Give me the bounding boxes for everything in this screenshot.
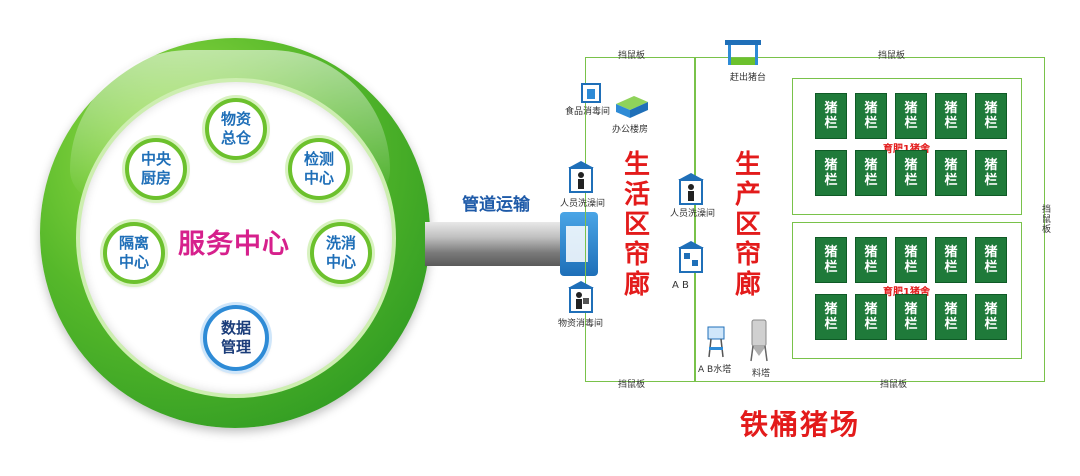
pig-pen: 猪 栏 [895, 237, 927, 283]
rat-board-top-left: 挡鼠板 [618, 51, 646, 61]
pig-pen: 猪 栏 [855, 294, 887, 340]
pig-pen: 猪 栏 [815, 150, 847, 196]
pig-pen: 猪 栏 [935, 294, 967, 340]
ab-booth-label: A B [672, 280, 689, 291]
production-zone [695, 57, 1045, 382]
pig-pen-label: 猪 栏 [824, 245, 838, 275]
staff-shower-icon [566, 160, 596, 194]
pig-pen-label: 猪 栏 [904, 158, 918, 188]
food-disinfection-label: 食品消毒间 [565, 107, 611, 117]
food-disinfection-icon [578, 82, 604, 114]
pig-pen: 猪 栏 [975, 150, 1007, 196]
connector-window [566, 226, 588, 262]
pig-pen-label: 猪 栏 [944, 245, 958, 275]
farm-title: 铁桶猪场 [740, 408, 861, 441]
pig-pen: 猪 栏 [815, 294, 847, 340]
rat-board-top-right: 挡鼠板 [878, 51, 906, 61]
pig-pen: 猪 栏 [895, 93, 927, 139]
office-building-icon [612, 90, 652, 120]
node-data-label: 数据 管理 [220, 319, 251, 356]
pig-pen: 猪 栏 [855, 93, 887, 139]
node-warehouse-label: 物资 总仓 [220, 110, 251, 147]
node-testing-label: 检测 中心 [303, 150, 334, 187]
pig-pen: 猪 栏 [975, 237, 1007, 283]
pig-pen: 猪 栏 [815, 237, 847, 283]
water-tower-label: A B水塔 [698, 365, 732, 375]
pig-pen-label: 猪 栏 [864, 245, 878, 275]
node-warehouse: 物资 总仓 [205, 98, 267, 160]
pig-pen: 猪 栏 [935, 150, 967, 196]
pig-pen: 猪 栏 [855, 237, 887, 283]
node-testing: 检测 中心 [288, 138, 350, 200]
pig-pen-label: 猪 栏 [904, 101, 918, 131]
barn-1-label: 育肥1猪舍 [883, 140, 930, 155]
pig-pen: 猪 栏 [855, 150, 887, 196]
office-building-label: 办公楼房 [612, 125, 649, 135]
pig-pen-label: 猪 栏 [984, 101, 998, 131]
living-zone [585, 57, 695, 382]
feed-tower-icon [748, 318, 770, 362]
pig-pen: 猪 栏 [975, 93, 1007, 139]
staff-shower-label-2: 人员洗澡间 [670, 209, 716, 219]
staff-shower-icon-2 [676, 172, 706, 206]
node-data: 数据 管理 [203, 305, 269, 371]
pig-pen-label: 猪 栏 [944, 101, 958, 131]
pig-pen-label: 猪 栏 [984, 245, 998, 275]
pig-pen-label: 猪 栏 [824, 101, 838, 131]
rat-board-bottom-left: 挡鼠板 [618, 380, 646, 390]
barn-2-label: 育肥1猪舍 [883, 287, 930, 298]
service-center-title: 服务中心 [178, 229, 290, 260]
pig-pen: 猪 栏 [975, 294, 1007, 340]
rat-board-bottom-right: 挡鼠板 [880, 380, 908, 390]
pig-pen-label: 猪 栏 [984, 158, 998, 188]
pig-pen-label: 猪 栏 [944, 158, 958, 188]
pig-pen-label: 猪 栏 [864, 101, 878, 131]
pig-pen-label: 猪 栏 [864, 302, 878, 332]
production-corridor-title: 生产区帘廊 [734, 150, 761, 300]
pig-pen: 猪 栏 [935, 237, 967, 283]
node-washing-label: 洗消 中心 [325, 234, 356, 271]
node-kitchen: 中央 厨房 [125, 138, 187, 200]
pig-pen-label: 猪 栏 [984, 302, 998, 332]
pig-pen-label: 猪 栏 [944, 302, 958, 332]
pig-pen-label: 猪 栏 [904, 245, 918, 275]
node-kitchen-label: 中央 厨房 [140, 150, 171, 187]
barn-group-1 [792, 78, 1022, 215]
loading-dock-label: 赶出猪台 [730, 73, 767, 83]
node-isolation: 隔离 中心 [103, 222, 165, 284]
living-corridor-title: 生活区帘廊 [623, 150, 650, 300]
loading-dock-icon [723, 38, 763, 68]
pig-pen-label: 猪 栏 [904, 302, 918, 332]
staff-shower-label: 人员洗澡间 [560, 199, 606, 209]
node-isolation-label: 隔离 中心 [118, 234, 149, 271]
pipeline-connector [560, 212, 598, 276]
feed-tower-label: 料塔 [752, 369, 771, 379]
pipeline-label: 管道运输 [462, 195, 530, 215]
pig-pen: 猪 栏 [815, 93, 847, 139]
pig-pen: 猪 栏 [895, 150, 927, 196]
rat-board-right: 挡鼠板 [1042, 205, 1052, 235]
node-washing: 洗消 中心 [310, 222, 372, 284]
material-disinfection-label: 物资消毒间 [558, 319, 604, 329]
pig-pen-label: 猪 栏 [824, 158, 838, 188]
pig-pen-label: 猪 栏 [864, 158, 878, 188]
ab-booth-icon [676, 240, 706, 274]
pipeline [425, 222, 565, 266]
material-disinfection-icon [566, 280, 596, 314]
pig-pen: 猪 栏 [935, 93, 967, 139]
barn-group-2 [792, 222, 1022, 359]
pig-pen-label: 猪 栏 [824, 302, 838, 332]
pig-pen: 猪 栏 [895, 294, 927, 340]
water-tower-icon [705, 325, 727, 359]
